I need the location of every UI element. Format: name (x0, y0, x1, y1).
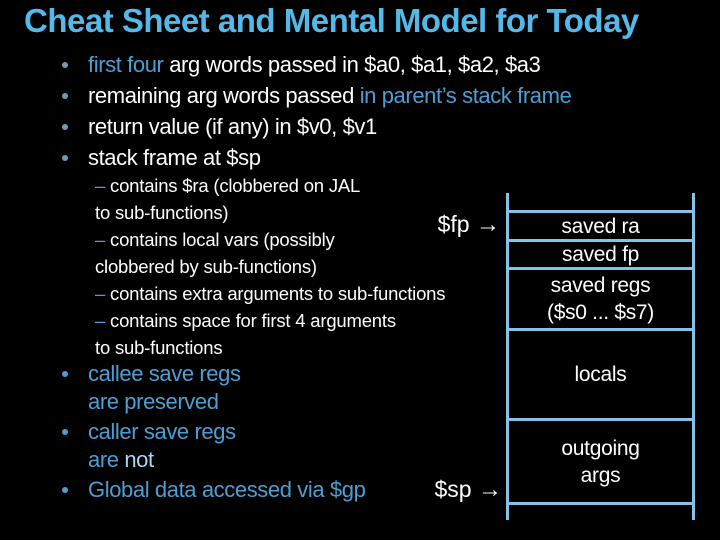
bullet-text: Global data accessed via $gp (88, 477, 366, 502)
sub-bullet-line: clobbered by sub-functions) (95, 253, 515, 280)
stack-cell-label: saved ra (561, 214, 640, 238)
stack-cell-label: saved fp (562, 243, 639, 266)
bullet-text: return value (if any) in $v0, $v1 (88, 114, 377, 139)
dash-marker: – (95, 310, 111, 331)
sub-bullet-block: – contains $ra (clobbered on JAL to sub-… (95, 172, 515, 361)
sub-bullet-text: to sub-functions (95, 337, 223, 358)
bullet-dot (62, 93, 68, 99)
sub-bullet-text: clobbered by sub-functions) (95, 256, 317, 277)
bullet-text-continuation: are preserved (88, 389, 219, 414)
bullet-dot (62, 429, 68, 435)
bottom-bullet-list: callee save regs are preserved caller sa… (60, 360, 366, 506)
bullet-remaining-args: remaining arg words passed in parent’s s… (60, 80, 660, 111)
bullet-text: are (88, 447, 125, 472)
bullet-dot (62, 62, 68, 68)
sp-label: $sp (434, 476, 478, 502)
bullet-caller-save: caller save regs are not (60, 418, 365, 474)
bullet-highlight-text: in parent’s stack frame (359, 83, 572, 108)
stack-cell-saved-ra: saved ra (509, 210, 692, 239)
bullet-text: arg words passed in $a0, $a1, $a2, $a3 (169, 52, 541, 77)
stack-cell-label: saved regs ($s0 ... $s7) (547, 274, 654, 324)
stack-cells: saved ra saved fp saved regs ($s0 ... $s… (509, 210, 692, 505)
bullet-text: remaining arg words passed (88, 83, 360, 108)
stack-cell-locals: locals (509, 328, 692, 418)
sp-pointer: $sp → (418, 476, 502, 503)
stack-cell-label: locals (574, 363, 627, 386)
bullet-dot (62, 155, 68, 161)
sub-bullet-line: – contains $ra (clobbered on JAL (95, 172, 515, 199)
stack-cell-saved-regs: saved regs ($s0 ... $s7) (509, 267, 692, 328)
bullet-text: caller save regs (88, 419, 236, 444)
sub-bullet-line: – contains local vars (possibly (95, 226, 515, 253)
dash-marker: – (95, 229, 111, 250)
stack-cell-outgoing-args: outgoing args (509, 418, 692, 505)
top-bullet-list: first four arg words passed in $a0, $a1,… (60, 49, 660, 173)
bullet-global-data: Global data accessed via $gp (60, 476, 366, 504)
bullet-emphasis-text: not (124, 447, 154, 472)
slide-title: Cheat Sheet and Mental Model for Today (24, 2, 639, 39)
sub-bullet-text: to sub-functions) (95, 202, 229, 223)
bullet-text: callee save regs (88, 361, 241, 386)
bullet-dot (62, 371, 68, 377)
dash-marker: – (95, 283, 111, 304)
sub-bullet-text: contains $ra (clobbered on JAL (110, 175, 361, 196)
bullet-text-continuation: are not (88, 446, 365, 474)
sub-bullet-text: contains local vars (possibly (110, 229, 335, 250)
sub-bullet-text: contains space for first 4 arguments (110, 310, 396, 331)
stack-rail-left (506, 193, 509, 520)
stack-rail-right (692, 193, 695, 520)
sub-bullet-line: – contains extra arguments to sub-functi… (95, 280, 515, 307)
fp-label: $fp (437, 211, 476, 237)
sub-bullet-text: contains extra arguments to sub-function… (110, 283, 446, 304)
bullet-arg-registers: first four arg words passed in $a0, $a1,… (60, 49, 660, 80)
dash-marker: – (95, 175, 111, 196)
bullet-dot (62, 124, 68, 130)
sub-bullet-line: to sub-functions (95, 334, 515, 361)
stack-frame-diagram: saved ra saved fp saved regs ($s0 ... $s… (506, 193, 695, 520)
bullet-return-value: return value (if any) in $v0, $v1 (60, 111, 660, 142)
bullet-text: stack frame at $sp (88, 145, 261, 170)
stack-cell-label: outgoing args (561, 436, 640, 487)
bullet-highlight-text: first four (88, 52, 170, 77)
right-arrow-icon: → (476, 211, 500, 238)
bullet-dot (62, 487, 68, 493)
stack-cell-saved-fp: saved fp (509, 239, 692, 267)
bullet-callee-save: callee save regs are preserved (60, 360, 365, 416)
fp-pointer: $fp → (418, 211, 500, 238)
sub-bullet-line: – contains space for first 4 arguments (95, 307, 515, 334)
sub-bullet-line: to sub-functions) (95, 199, 515, 226)
right-arrow-icon: → (478, 476, 502, 503)
bullet-stack-frame: stack frame at $sp (60, 142, 660, 173)
